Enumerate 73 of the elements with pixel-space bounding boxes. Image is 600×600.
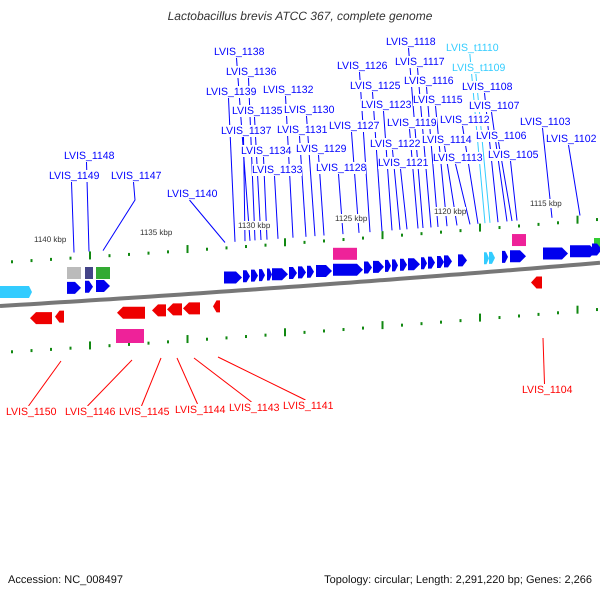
leader-line (542, 338, 545, 384)
gene-label: LVIS_1140 (167, 188, 218, 200)
gene-label: LVIS_1115 (413, 94, 463, 106)
gene-label: LVIS_1136 (226, 66, 276, 78)
scale-label: 1115 kbp (530, 199, 562, 208)
gene-label: LVIS_1113 (433, 152, 483, 164)
gene-label: LVIS_1106 (476, 130, 526, 142)
leader-line (102, 182, 136, 252)
gene-label: LVIS_1105 (488, 149, 538, 161)
gene-label: LVIS_1132 (263, 84, 314, 96)
gene-label: LVIS_t1110 (446, 42, 499, 54)
gene-label: LVIS_1145 (119, 406, 170, 418)
gene-label: LVIS_1148 (64, 150, 114, 162)
leader-line (141, 358, 162, 406)
leader-line (455, 164, 470, 225)
gene-label: LVIS_1121 (378, 157, 428, 169)
leader-line (71, 182, 74, 253)
gene-label: LVIS_1102 (546, 133, 596, 145)
gene-label: LVIS_1134 (241, 145, 292, 157)
title: Lactobacillus brevis ATCC 367, complete genome (166, 9, 434, 23)
leader-line (87, 360, 132, 406)
gene-label: LVIS_1147 (111, 170, 162, 182)
gene-label: LVIS_1126 (337, 60, 388, 72)
leader-line (228, 98, 236, 242)
gene-label: LVIS_1117 (395, 56, 445, 68)
gene-label: LVIS_1116 (404, 75, 454, 87)
leader-line (28, 360, 62, 406)
scale-label: 1120 kbp (434, 206, 466, 216)
leader-line (194, 358, 252, 402)
gene-label: LVIS_1133 (252, 164, 302, 176)
gene-label: LVIS_1118 (386, 36, 436, 48)
gene-label: LVIS_1119 (387, 117, 437, 129)
genome-summary-text: Topology: circular; Length: 2,291,220 bp; Genes: 2,266 (324, 574, 592, 586)
gene-label: LVIS_1112 (440, 114, 490, 126)
gene-label: LVIS_1104 (522, 384, 572, 396)
gene-label: LVIS_1103 (520, 116, 570, 128)
gene-label: LVIS_1149 (49, 170, 100, 182)
gene-label: LVIS_1144 (175, 404, 226, 416)
gene-label: LVIS_t1109 (452, 62, 506, 74)
gene-label: LVIS_1137 (221, 125, 272, 137)
gene-label: LVIS_1127 (329, 120, 380, 132)
leader-line (400, 168, 408, 230)
gene-label: LVIS_1125 (350, 80, 400, 92)
leader-line (86, 162, 90, 252)
gene-label: LVIS_1150 (6, 406, 56, 418)
accession-text: Accession: NC_008497 (8, 574, 123, 586)
leader-line (218, 356, 306, 400)
scale-label: 1125 kbp (335, 214, 368, 224)
leader-line (189, 200, 226, 243)
gene-label: LVIS_1107 (469, 100, 520, 112)
gene-label: LVIS_1123 (361, 99, 412, 111)
gene-label: LVIS_1128 (316, 162, 366, 174)
gene-label: LVIS_1129 (296, 143, 346, 155)
scale-label: 1135 kbp (140, 228, 172, 238)
gene-label: LVIS_1114 (422, 134, 472, 146)
leader-line (542, 128, 552, 218)
leader-line (338, 174, 344, 235)
gene-label: LVIS_1138 (214, 46, 264, 58)
gene-label: LVIS_1146 (65, 406, 116, 418)
gene-label: LVIS_1108 (462, 81, 512, 93)
gene-label: LVIS_1122 (370, 138, 420, 150)
scale-label: 1140 kbp (34, 234, 66, 244)
gene-label: LVIS_1139 (206, 86, 256, 98)
leader-line (176, 358, 198, 404)
gene-label: LVIS_1143 (229, 402, 280, 414)
leader-line (568, 144, 580, 216)
gene-label: LVIS_1135 (232, 105, 282, 117)
gene-label: LVIS_1141 (283, 400, 334, 412)
leader-line (274, 176, 278, 240)
gene-label: LVIS_1130 (284, 104, 334, 116)
scale-label: 1130 kbp (238, 221, 270, 230)
gene-label: LVIS_1131 (277, 124, 328, 136)
leader-line (510, 160, 518, 222)
